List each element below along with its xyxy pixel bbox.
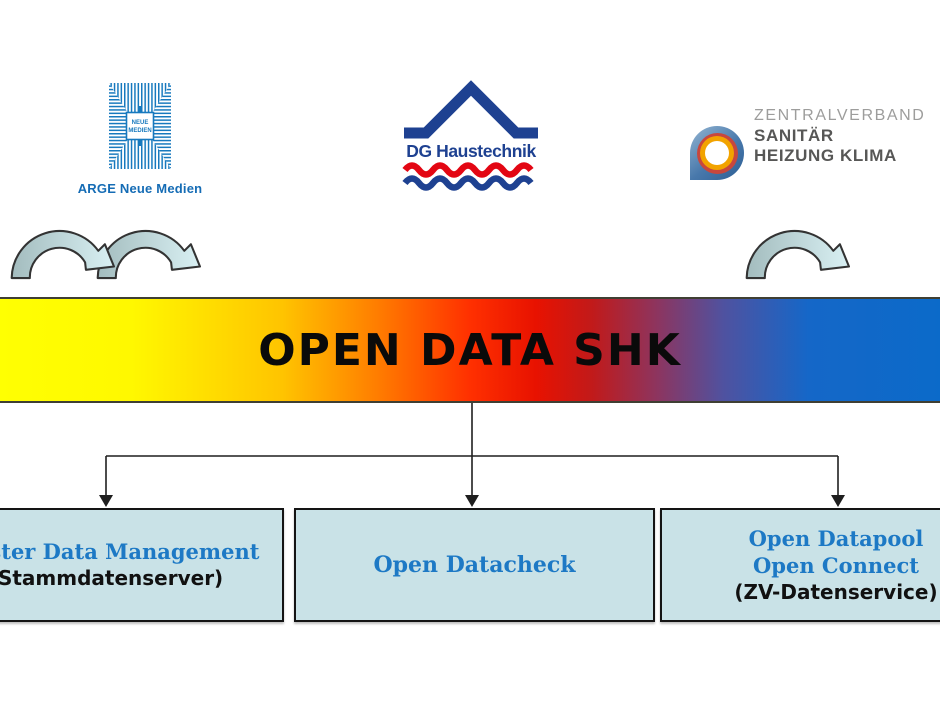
zvshk-line-sanitaer: SANITÄR [754, 126, 834, 145]
zvshk-drop-icon [690, 126, 744, 180]
arge-logo: NEUE MEDIEN ARGE Neue Medien [74, 82, 206, 196]
banner-title: OPEN DATA SHK [258, 324, 682, 376]
box1-title: Master Data Management [0, 539, 260, 564]
box3-title-line2: Open Connect [752, 552, 920, 578]
dg-logo-label: DG Haustechnik [406, 141, 536, 161]
dg-haustechnik-logo: DG Haustechnik [396, 76, 546, 199]
open-data-shk-banner: OPEN DATA SHK [0, 297, 940, 403]
connector-lines [99, 403, 845, 507]
dg-wave-red [402, 162, 534, 178]
dg-roof-icon: DG Haustechnik [402, 80, 538, 191]
arrowhead-right [831, 495, 845, 507]
zvshk-line-zentralverband: ZENTRALVERBAND [754, 107, 926, 124]
box-master-data-management: Master Data Management (Stammdatenserver… [0, 508, 284, 622]
arrowhead-left [99, 495, 113, 507]
box3-title-line1: Open Datapool [748, 525, 924, 551]
box3-subtitle: (ZV-Datenservice) [734, 579, 938, 604]
curved-arrow-center [10, 229, 116, 280]
zvshk-logo-text: ZENTRALVERBAND SANITÄR HEIZUNG KLIMA [754, 106, 925, 166]
box2-title: Open Datacheck [373, 551, 576, 578]
box1-subtitle: (Stammdatenserver) [0, 566, 224, 590]
zvshk-line-heizung-klima: HEIZUNG KLIMA [754, 146, 897, 165]
box-open-datapool-connect: Open Datapool Open Connect (ZV-Datenserv… [660, 508, 940, 622]
arge-chip-text-1: NEUE [132, 120, 149, 126]
arge-logo-label: ARGE Neue Medien [77, 181, 203, 196]
arrowhead-center [465, 495, 479, 507]
arge-chip-icon: NEUE MEDIEN [109, 83, 171, 169]
arge-chip-text-2: MEDIEN [128, 128, 151, 134]
curved-arrow-left [96, 229, 202, 280]
curved-arrow-right [745, 229, 851, 280]
dg-wave-blue [402, 175, 534, 191]
box-open-datacheck: Open Datacheck [294, 508, 655, 622]
